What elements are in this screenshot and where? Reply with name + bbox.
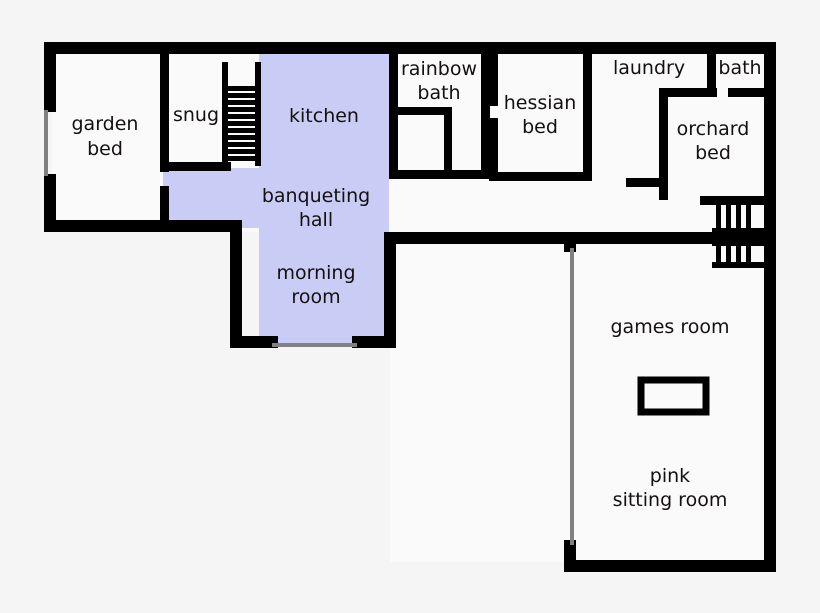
floor-lower-right-block [390,232,768,562]
wall-exterior-north [44,42,776,54]
wall-hessian-bed-west-lower [489,118,498,180]
label-hessian-bed-line1: hessian [504,92,577,114]
label-bath: bath [718,57,761,79]
wall-rainbow-bath-fixture-top [389,107,451,115]
label-snug: snug [173,104,219,126]
wall-snug-west-lower [160,186,169,232]
wall-orchard-corridor-stub [626,178,668,187]
wall-bath-west [707,48,716,96]
stair-upper-rail-top [712,197,766,203]
wall-snug-south [163,162,231,171]
label-banqueting-hall-line2: hall [299,209,333,231]
blue-spine-main [259,44,389,346]
wall-snug-west [160,48,169,172]
label-morning-room-line2: room [291,286,340,308]
openings-group [44,110,574,545]
label-banqueting-hall-line1: banqueting [262,185,370,207]
label-rainbow-bath-line2: bath [417,82,460,104]
wall-morning-room-east [384,232,396,348]
games-room-table [637,376,710,416]
wall-hessian-bed-east [583,48,592,180]
label-rainbow-bath-line1: rainbow [401,58,477,80]
wall-exterior-west-lower [44,174,56,232]
staircase-orchard-upper [712,197,766,234]
wall-hessian-bed-west-upper [489,48,498,106]
wall-rainbow-bath-fixture-east [444,107,452,171]
room-labels-group: garden bed snug kitchen rainbow bath hes… [72,57,762,511]
label-orchard-bed-line1: orchard [677,118,750,140]
label-pink-sitting-room-line2: sitting room [613,489,728,511]
wall-rainbow-bath-south [389,170,490,179]
highlight-region-blue [163,44,389,346]
wall-orchard-bed-west-return [659,178,668,200]
wall-rainbow-bath-east [481,48,490,178]
staircase-games-lower [712,240,766,268]
stair-stringer-left [222,62,228,166]
label-laundry: laundry [613,57,685,79]
wall-laundry-south [659,88,717,97]
wall-exterior-west-upper [44,42,56,112]
label-orchard-bed-line2: bed [695,142,731,164]
label-pink-sitting-room-line1: pink [650,465,690,487]
wall-exterior-south [564,560,776,572]
stair-stringer-right [255,62,261,166]
stair-treads-lower [716,246,751,263]
label-games-room: games room [611,316,730,338]
stair-lower-rail-bottom [712,262,766,268]
wall-games-room-west-stub-bottom [564,540,576,572]
wall-exterior-east [764,42,776,572]
label-garden-bed-line1: garden [72,113,139,135]
stair-lower-rail-top [712,240,766,246]
staircase-kitchen-snug [222,62,261,166]
wall-garden-bed-south [44,220,242,232]
stair-treads-upper [716,203,751,228]
blue-spine-west-arm [163,168,263,228]
wall-hessian-bed-south [489,172,592,181]
stair-treads-main [228,86,255,161]
wall-morning-room-west [230,220,242,348]
stair-upper-rail-bottom [712,228,766,234]
wall-morning-room-south-left [230,336,278,348]
label-hessian-bed-line2: bed [522,116,558,138]
label-morning-room-line1: morning [276,262,355,284]
wall-bath-south [728,88,766,97]
wall-orchard-bed-west [659,88,668,186]
walls-group [44,42,776,572]
wall-mid-horizontal [384,232,776,244]
label-garden-bed-line2: bed [87,138,123,160]
label-kitchen: kitchen [289,105,359,127]
